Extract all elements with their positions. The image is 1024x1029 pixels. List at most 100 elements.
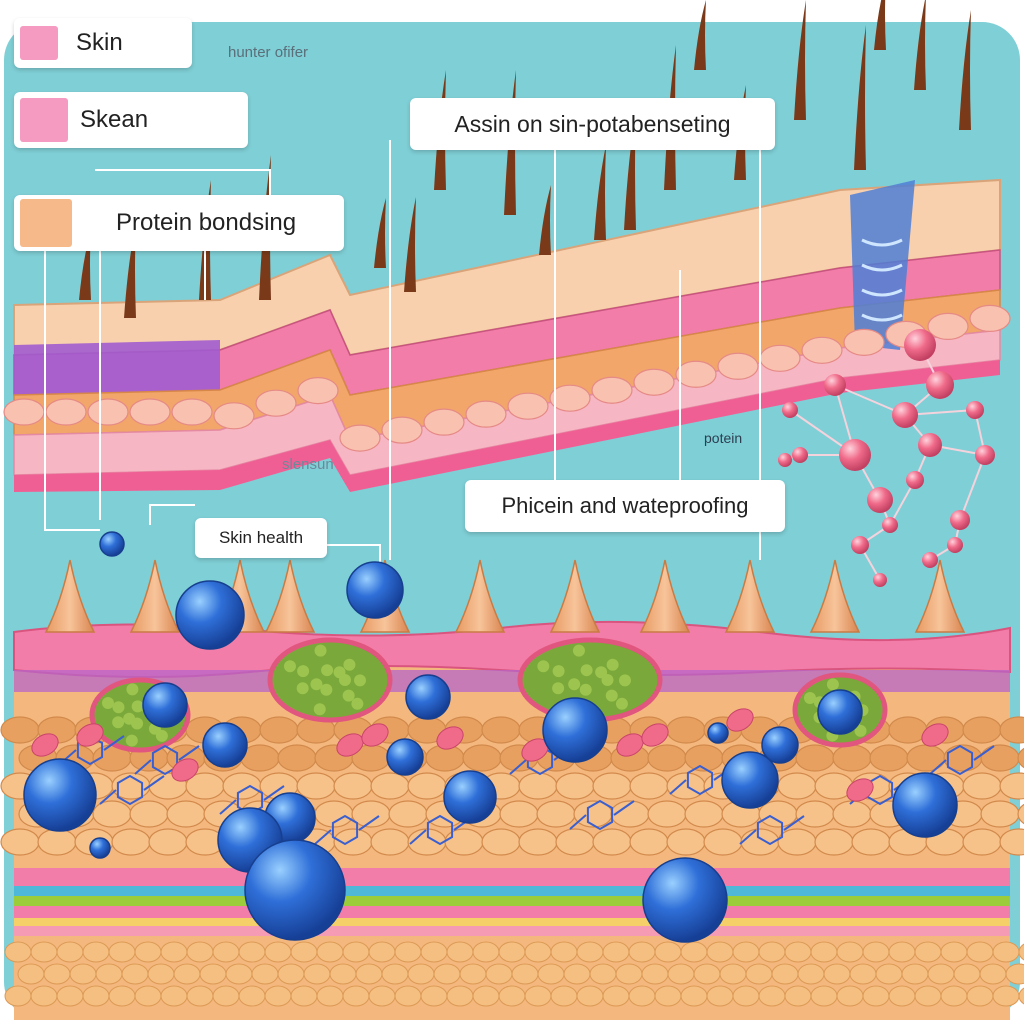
bottom-cell bbox=[290, 941, 318, 963]
bottom-cell bbox=[589, 963, 617, 985]
bottom-cell bbox=[966, 941, 994, 963]
green-cell bbox=[552, 682, 565, 695]
bottom-cell bbox=[524, 985, 552, 1007]
bottom-cell bbox=[654, 941, 682, 963]
surface-spike bbox=[44, 559, 96, 633]
bottom-cell bbox=[810, 985, 838, 1007]
bottom-cell bbox=[901, 963, 929, 985]
bottom-cell bbox=[537, 963, 565, 985]
bottom-cell bbox=[134, 985, 162, 1007]
surface-spike bbox=[129, 559, 181, 633]
green-cell bbox=[595, 666, 608, 679]
upper-cell bbox=[633, 368, 675, 396]
lower-cell bbox=[795, 744, 835, 772]
blue-sphere bbox=[892, 772, 958, 838]
protein-node bbox=[918, 433, 942, 457]
legend-item-skin: Skin bbox=[14, 18, 192, 68]
blue-sphere bbox=[175, 580, 245, 650]
upper-cell bbox=[717, 352, 759, 380]
surface-spike bbox=[914, 559, 966, 633]
blue-sphere bbox=[244, 839, 346, 941]
bottom-cell bbox=[979, 963, 1007, 985]
bottom-cell bbox=[797, 963, 825, 985]
legend-label-protein-bondsing: Protein bondsing bbox=[116, 209, 297, 236]
green-cell bbox=[126, 683, 139, 696]
bottom-cell bbox=[693, 963, 721, 985]
bottom-cell bbox=[524, 941, 552, 963]
bottom-cell bbox=[121, 963, 149, 985]
upper-cell bbox=[339, 424, 381, 452]
lower-cell bbox=[333, 772, 373, 800]
lower-skin-purple-band bbox=[14, 670, 1010, 692]
lower-cell bbox=[795, 800, 835, 828]
bottom-cell bbox=[576, 941, 604, 963]
legend-swatch-protein-bondsing bbox=[20, 199, 72, 247]
green-cell bbox=[579, 683, 592, 696]
bottom-cell bbox=[810, 941, 838, 963]
lower-cell bbox=[980, 800, 1020, 828]
bottom-stripe-green bbox=[14, 896, 1010, 906]
bottom-cell bbox=[303, 963, 331, 985]
lower-cell bbox=[777, 828, 817, 856]
green-cell-cluster bbox=[267, 637, 393, 723]
lower-cell bbox=[980, 744, 1020, 772]
lower-cell bbox=[481, 716, 521, 744]
lower-cell bbox=[999, 772, 1024, 800]
bottom-cell bbox=[43, 963, 71, 985]
lower-cell bbox=[592, 828, 632, 856]
surface-spike bbox=[639, 559, 691, 633]
pink-protein-blob bbox=[921, 723, 949, 747]
bottom-cell bbox=[992, 985, 1020, 1007]
blue-sphere bbox=[721, 751, 779, 809]
protein-node bbox=[892, 402, 918, 428]
callout-top-text: Assin on sin-potabenseting bbox=[454, 110, 731, 137]
bottom-cell bbox=[758, 941, 786, 963]
upper-cell bbox=[507, 392, 549, 420]
green-cell bbox=[314, 644, 327, 657]
callout-skin-health-text: Skin health bbox=[218, 528, 304, 547]
bottom-cell bbox=[628, 941, 656, 963]
green-cell bbox=[605, 689, 618, 702]
bottom-cell bbox=[173, 963, 201, 985]
callout-connectors bbox=[44, 140, 761, 565]
upper-cell bbox=[381, 416, 423, 444]
lower-cell bbox=[370, 828, 410, 856]
upper-cell bbox=[675, 360, 717, 388]
bottom-cell bbox=[706, 985, 734, 1007]
pink-protein-blob bbox=[726, 708, 754, 732]
molecule-structures bbox=[59, 734, 995, 846]
bottom-cell bbox=[602, 941, 630, 963]
upper-cell bbox=[927, 312, 969, 340]
lower-cell bbox=[869, 744, 909, 772]
bottom-cell bbox=[147, 963, 175, 985]
molecule-structure bbox=[739, 814, 805, 846]
surface-spikes bbox=[44, 559, 966, 633]
blue-sphere bbox=[89, 837, 111, 859]
lower-cell bbox=[0, 828, 40, 856]
bottom-cell bbox=[732, 985, 760, 1007]
green-cell bbox=[283, 660, 296, 673]
lower-cell bbox=[684, 800, 724, 828]
upper-cell bbox=[3, 398, 45, 426]
bottom-cell bbox=[680, 985, 708, 1007]
lower-cell bbox=[832, 800, 872, 828]
bottom-cell bbox=[927, 963, 955, 985]
bottom-cell bbox=[30, 985, 58, 1007]
legend-item-protein-bondsing: Protein bondsing bbox=[14, 195, 344, 251]
upper-cell bbox=[759, 344, 801, 372]
green-cell bbox=[321, 664, 334, 677]
green-cell bbox=[112, 701, 125, 714]
lower-cell bbox=[962, 828, 1002, 856]
callout-top: Assin on sin-potabenseting bbox=[410, 98, 775, 150]
lower-cell bbox=[111, 828, 151, 856]
protein-node bbox=[950, 510, 970, 530]
bottom-cell bbox=[433, 963, 461, 985]
green-cell bbox=[310, 678, 323, 691]
bottom-cell bbox=[914, 985, 942, 1007]
bottom-cell bbox=[914, 941, 942, 963]
bottom-cell bbox=[1018, 943, 1024, 961]
lower-cell bbox=[129, 800, 169, 828]
bottom-cell bbox=[277, 963, 305, 985]
